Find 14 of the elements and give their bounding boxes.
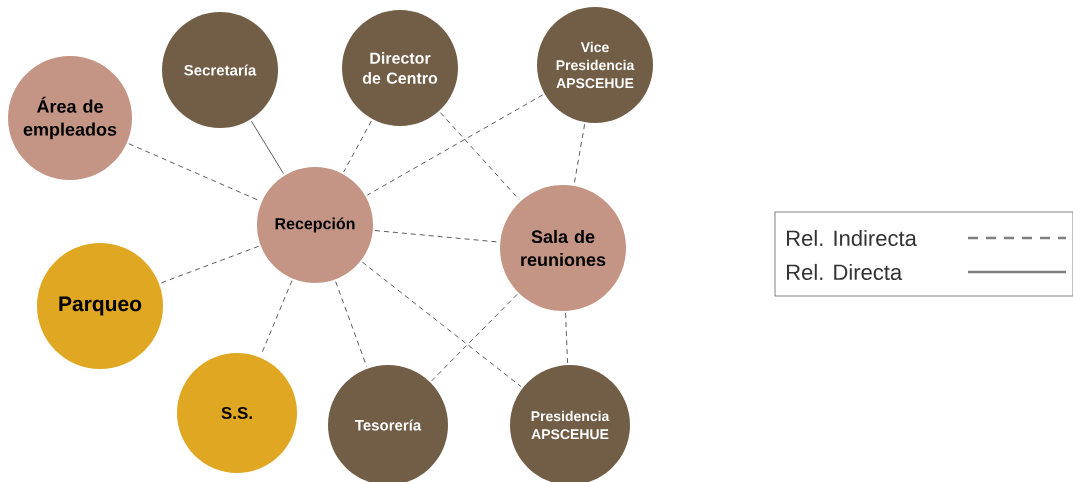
legend-label: Rel. Directa [787,263,903,281]
connector-line [251,120,284,175]
connector-line [366,94,544,196]
connector-line [260,280,293,356]
connector-line [439,112,520,201]
connector-line [361,261,522,388]
connector-line [431,293,518,382]
connector-line [335,281,368,367]
legend-label: Rel. Indirecta [787,229,917,247]
connector-line [565,312,568,364]
connector-line [374,230,499,243]
connector-line [160,245,260,284]
connector-line [343,120,372,173]
connector-line [573,123,586,185]
